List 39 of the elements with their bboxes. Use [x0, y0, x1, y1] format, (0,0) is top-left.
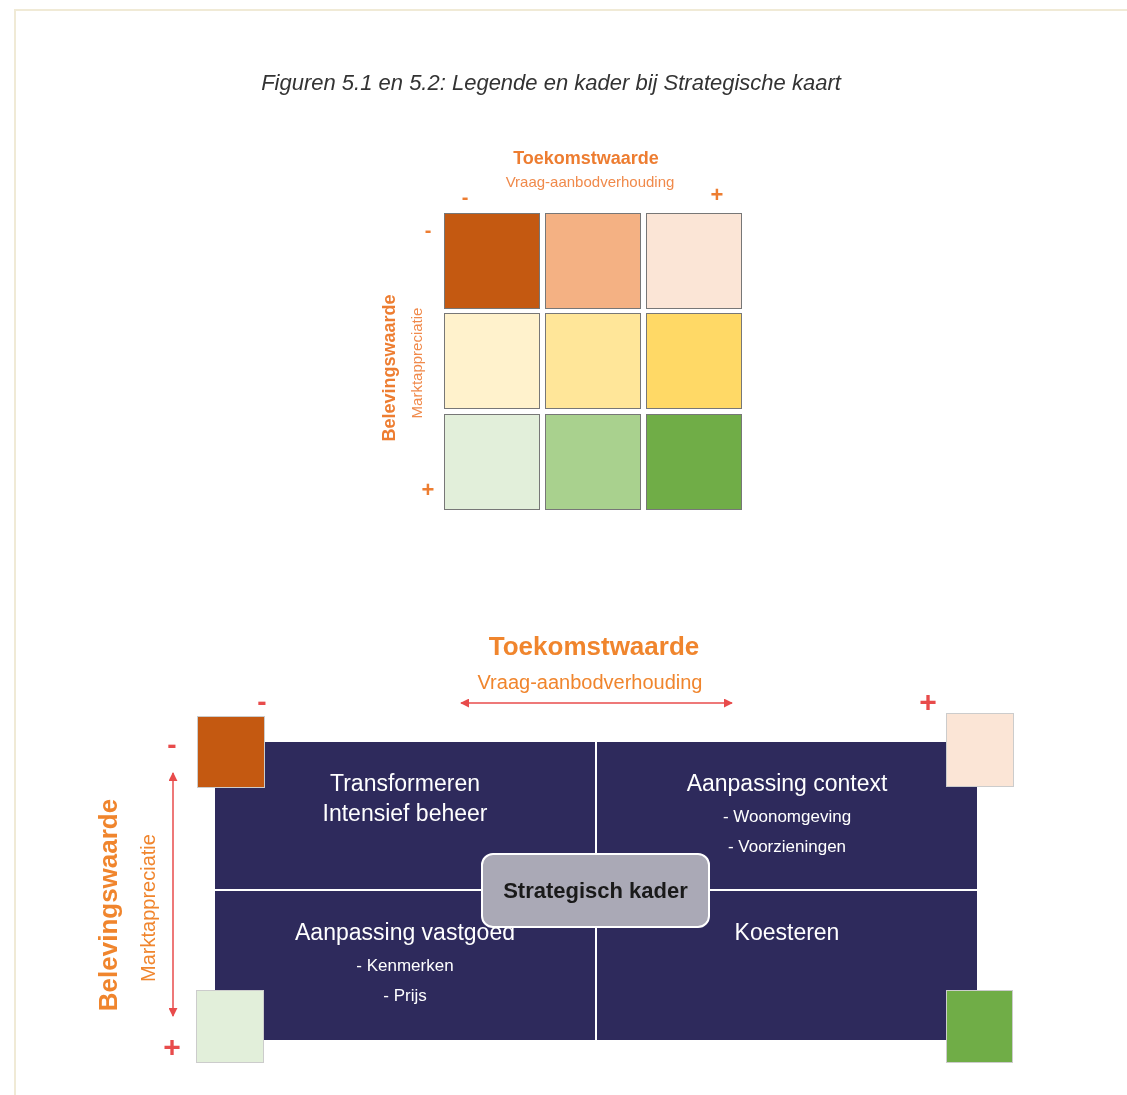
list-item: - Voorzieningen [727, 836, 847, 858]
minus-sign: - [257, 686, 267, 718]
color-square [444, 213, 540, 309]
axis-subtitle: Marktappreciatie [407, 307, 425, 419]
color-square [444, 313, 540, 409]
quadrant-title: Koesteren [734, 918, 840, 947]
color-square [196, 990, 264, 1063]
color-square [646, 313, 742, 409]
plus-sign: + [421, 477, 435, 503]
color-square [545, 414, 641, 510]
axis-title: Toekomstwaarde [488, 630, 700, 662]
figure-title: Figuren 5.1 en 5.2: Legende en kader bij Strategische kaart [261, 70, 841, 96]
quadrant-title: Transformeren Intensief beheer [321, 769, 489, 828]
list-item: - Prijs [383, 985, 427, 1007]
axis-title: Belevingswaarde [378, 294, 400, 442]
color-square [946, 990, 1013, 1063]
color-square [646, 414, 742, 510]
color-square [197, 716, 265, 788]
minus-sign: - [424, 218, 432, 242]
quadrant-title: Aanpassing vastgoed [295, 918, 515, 947]
axis-subtitle: Vraag-aanbodverhouding [505, 172, 675, 190]
list-item: - Kenmerken [356, 955, 454, 977]
plus-sign: + [163, 1030, 181, 1064]
color-square [946, 713, 1014, 787]
minus-sign: - [167, 729, 177, 761]
list-item: - Woonomgeving [722, 806, 852, 828]
color-square [545, 213, 641, 309]
minus-sign: - [461, 185, 469, 209]
axis-title: Belevingswaarde [92, 798, 124, 1012]
quadrant-title: Aanpassing context [686, 769, 888, 798]
center-label: Strategisch kader [503, 877, 688, 904]
plus-sign: + [919, 685, 937, 719]
axis-subtitle: Vraag-aanbodverhouding [477, 670, 703, 694]
plus-sign: + [710, 182, 724, 208]
axis-title: Toekomstwaarde [513, 147, 659, 169]
color-square [646, 213, 742, 309]
color-square [545, 313, 641, 409]
axis-subtitle: Marktappreciatie [136, 834, 160, 982]
color-square [444, 414, 540, 510]
